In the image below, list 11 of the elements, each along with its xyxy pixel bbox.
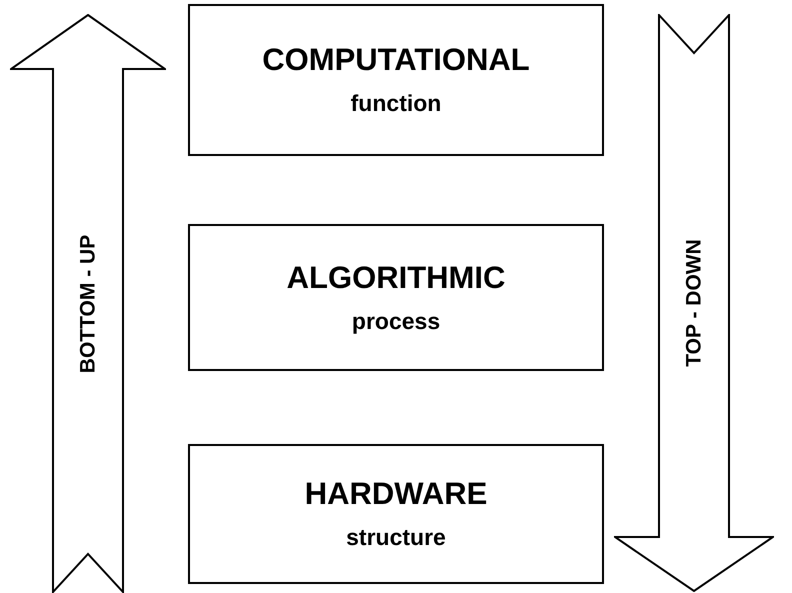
arrow-label: TOP - DOWN [682, 239, 706, 367]
process-box [188, 4, 604, 156]
box-subtitle: structure [346, 525, 446, 551]
box-title: COMPUTATIONAL [262, 43, 530, 78]
arrow-label: BOTTOM - UP [76, 234, 100, 373]
box-subtitle: process [352, 308, 440, 334]
box-subtitle: function [350, 91, 442, 117]
box-title: HARDWARE [304, 477, 488, 512]
process-box [188, 444, 604, 584]
box-title: ALGORITHMIC [286, 260, 506, 295]
process-box [188, 224, 604, 371]
